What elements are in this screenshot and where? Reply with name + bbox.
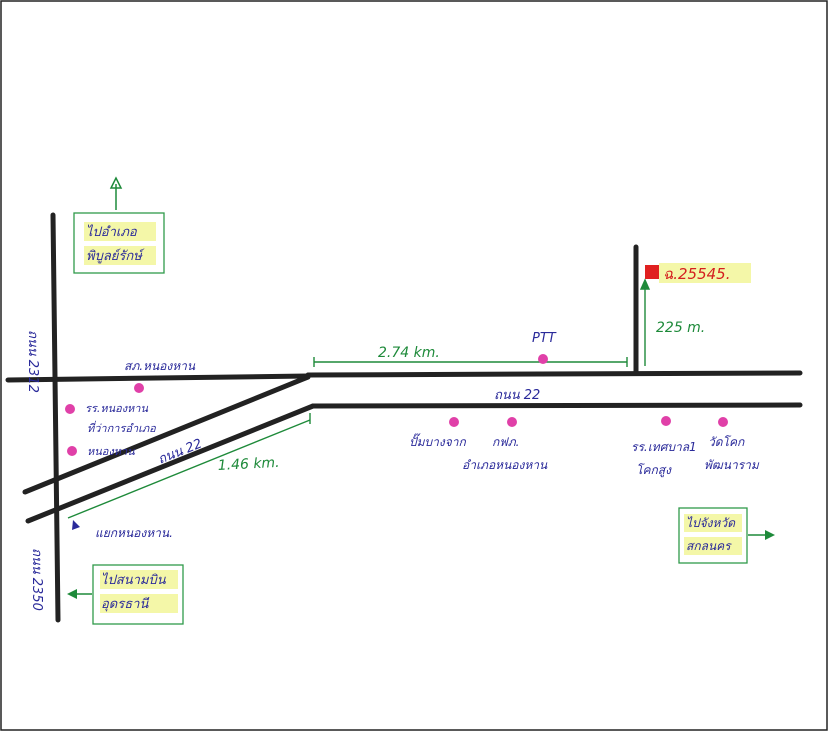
sign-sakon-line2: สกลนคร bbox=[686, 539, 732, 553]
road-west-top bbox=[5, 373, 311, 383]
label-school-nonghan: สภ.หนองหาน bbox=[124, 359, 196, 373]
label-municipal-line2: โคกสูง bbox=[636, 463, 672, 478]
road-2312-label: ถนน 2312 bbox=[25, 330, 40, 393]
sign-airport-text: ไปสนามบิน อุดรธานี bbox=[101, 572, 170, 612]
sign-airport-box bbox=[92, 564, 184, 625]
sign-airport-hl1 bbox=[100, 570, 178, 589]
label-temple-line1: วัดโคก bbox=[708, 435, 745, 449]
label-district-office: ที่ว่าการอำเภอ หนองหาน bbox=[87, 420, 159, 458]
sign-to-airport: ไปสนามบิน อุดรธานี bbox=[67, 564, 184, 625]
sign-sakon-hl1 bbox=[684, 514, 742, 532]
target-label: ฉ.25545. bbox=[663, 265, 730, 283]
sign-phibun-line1: ไปอำเภอ bbox=[86, 224, 138, 240]
label-ptt: PTT bbox=[532, 331, 557, 346]
sign-sakon-box bbox=[678, 507, 748, 564]
label-electricity-line1: กฟภ. bbox=[492, 435, 520, 449]
target-square-icon bbox=[645, 265, 659, 279]
poi-dot-district-office bbox=[67, 446, 77, 456]
roads bbox=[5, 212, 803, 623]
sign-sakon-hl2 bbox=[684, 537, 742, 555]
sign-to-phibun: ไปอำเภอ พิบูลย์รักษ์ bbox=[73, 176, 165, 274]
target-highlight bbox=[659, 263, 751, 283]
poi-dot-municipal-school bbox=[661, 416, 671, 426]
label-electricity-office: กฟภ. อำเภอหนองหาน bbox=[462, 435, 548, 472]
sign-sakon-text: ไปจังหวัด สกลนคร bbox=[686, 516, 739, 553]
distance-lines bbox=[67, 278, 651, 519]
intersection-marker-icon bbox=[72, 520, 80, 530]
road-east-top bbox=[305, 370, 803, 378]
label-temple-line2: พัฒนาราม bbox=[704, 458, 760, 472]
sign-phibun-hl2 bbox=[84, 246, 156, 265]
label-gas-station: ปั๊มบางจาก bbox=[409, 433, 467, 449]
sign-to-sakon: ไปจังหวัด สกลนคร bbox=[678, 507, 775, 564]
label-intersection-nonghan: แยกหนองหาน. bbox=[95, 526, 173, 540]
arrow-left-icon bbox=[67, 589, 77, 599]
road-22-main bbox=[310, 402, 803, 409]
poi-dot-school bbox=[134, 383, 144, 393]
sign-phibun-text: ไปอำเภอ พิบูลย์รักษ์ bbox=[86, 224, 145, 264]
label-municipal-line1: รร.เทศบาล1 bbox=[631, 440, 697, 454]
sign-phibun-line2: พิบูลย์รักษ์ bbox=[86, 248, 145, 264]
road-2312-vertical bbox=[50, 212, 61, 623]
poi-dot-temple bbox=[718, 417, 728, 427]
distance-diag-label: 1.46 km. bbox=[217, 455, 280, 474]
sign-phibun-box bbox=[73, 212, 165, 274]
distance-top-label: 2.74 km. bbox=[378, 345, 440, 361]
poi-dot-electricity bbox=[507, 417, 517, 427]
sign-airport-hl2 bbox=[100, 594, 178, 613]
target-marker: ฉ.25545. bbox=[645, 263, 751, 283]
road-2350-label: ถนน 2350 bbox=[29, 548, 44, 611]
poi-dot-gas-station bbox=[449, 417, 459, 427]
sign-airport-line2: อุดรธานี bbox=[101, 596, 150, 612]
diag-distance-line bbox=[67, 419, 311, 519]
arrow-right-icon bbox=[765, 530, 775, 540]
label-electricity-line2: อำเภอหนองหาน bbox=[462, 458, 548, 472]
arrow-up-icon bbox=[109, 176, 123, 189]
vertical-distance-arrow bbox=[639, 278, 651, 290]
sign-sakon-line1: ไปจังหวัด bbox=[686, 516, 736, 530]
poi-dots bbox=[65, 354, 728, 456]
road-22-diag-lower bbox=[25, 403, 316, 524]
label-district-office-line2: หนองหาน bbox=[87, 445, 135, 458]
label-district-office-line1: ที่ว่าการอำเภอ bbox=[87, 420, 156, 435]
road-22-main-label: ถนน 22 bbox=[494, 388, 540, 403]
distance-vertical-label: 225 m. bbox=[656, 320, 705, 336]
poi-dot-ptt bbox=[538, 354, 548, 364]
road-22-diag-label: ถนน 22 bbox=[156, 436, 205, 467]
sign-phibun-hl1 bbox=[84, 222, 156, 241]
road-22-diag-upper bbox=[22, 374, 311, 495]
sign-airport-line1: ไปสนามบิน bbox=[101, 572, 167, 588]
label-municipal-school: รร.เทศบาล1 โคกสูง bbox=[631, 440, 701, 478]
label-temple: วัดโคก พัฒนาราม bbox=[704, 435, 760, 472]
label-hospital-nonghan: รร.หนองหาน bbox=[85, 402, 148, 415]
poi-dot-hospital bbox=[65, 404, 75, 414]
